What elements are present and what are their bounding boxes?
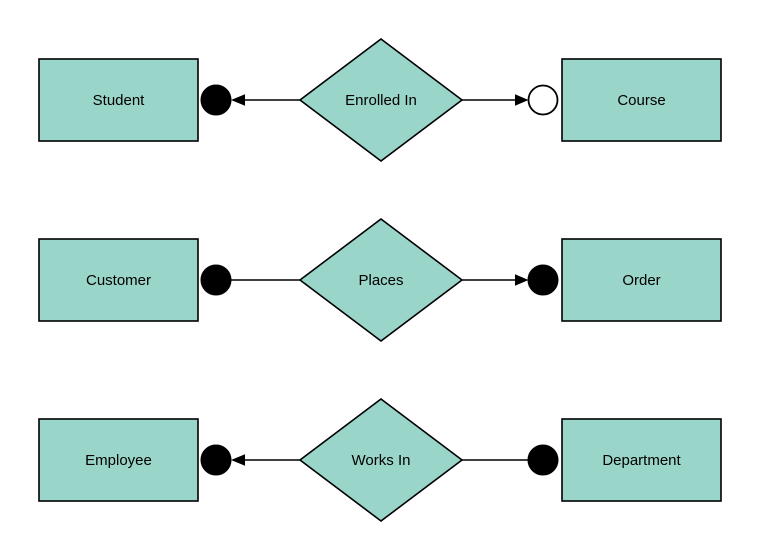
row-student-course: Student Enrolled In Course	[38, 37, 722, 163]
filled-circle-marker-customer	[200, 264, 232, 296]
arrowhead-right-row2	[515, 274, 529, 286]
filled-circle-marker-department	[527, 444, 559, 476]
entity-customer	[38, 238, 199, 322]
entity-employee-label: Employee	[85, 452, 152, 469]
filled-circle-marker-order	[527, 264, 559, 296]
entity-order	[561, 238, 722, 322]
relationship-places	[298, 217, 464, 343]
row-customer-order: Customer Places Order	[38, 217, 722, 343]
arrowhead-left-row3	[231, 454, 245, 466]
open-circle-marker-course	[527, 84, 559, 116]
relationship-places-label: Places	[358, 272, 403, 289]
entity-course	[561, 58, 722, 142]
entity-customer-label: Customer	[86, 272, 151, 289]
filled-circle-marker-employee	[200, 444, 232, 476]
entity-course-label: Course	[617, 92, 665, 109]
row-employee-department: Employee Works In Department	[38, 397, 722, 523]
relationship-works-in	[298, 397, 464, 523]
relationship-enrolled-in-label: Enrolled In	[345, 92, 417, 109]
relationship-enrolled-in	[298, 37, 464, 163]
entity-student-label: Student	[93, 92, 146, 109]
arrowhead-left-row1	[231, 94, 245, 106]
filled-circle-marker-student	[200, 84, 232, 116]
arrowhead-right-row1	[515, 94, 529, 106]
entity-department-label: Department	[602, 452, 681, 469]
entity-order-label: Order	[622, 272, 660, 289]
entity-student	[38, 58, 199, 142]
entity-employee	[38, 418, 199, 502]
entity-department	[561, 418, 722, 502]
relationship-works-in-label: Works In	[352, 452, 411, 469]
